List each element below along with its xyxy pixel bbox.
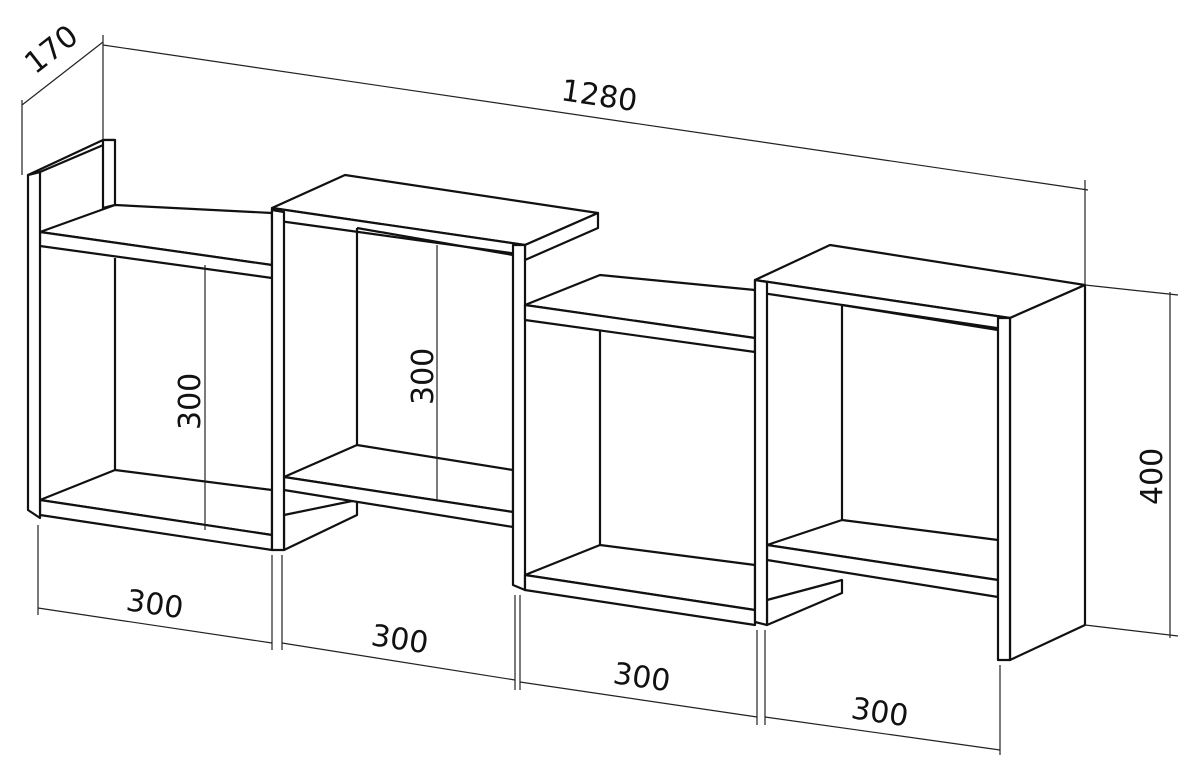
dim-depth-label: 170: [18, 18, 85, 81]
dim-section-3-label: 300: [611, 656, 673, 699]
dim-section-4-label: 300: [849, 691, 911, 734]
dim-total-height-label: 400: [1135, 448, 1170, 505]
dimension-lines: [21, 35, 1179, 755]
shelf-unit-1: [26, 138, 274, 552]
dim-section-2-label: 300: [369, 618, 431, 661]
dim-inner-height-2-label: 300: [406, 348, 441, 405]
dim-inner-height-1-label: 300: [173, 373, 208, 430]
dim-total-width-label: 1280: [559, 73, 640, 119]
shelf-unit-2: [270, 173, 600, 592]
dim-section-1-label: 300: [124, 583, 186, 626]
shelf-unit-3: [523, 273, 844, 627]
shelf-unit-4: [753, 243, 1087, 662]
